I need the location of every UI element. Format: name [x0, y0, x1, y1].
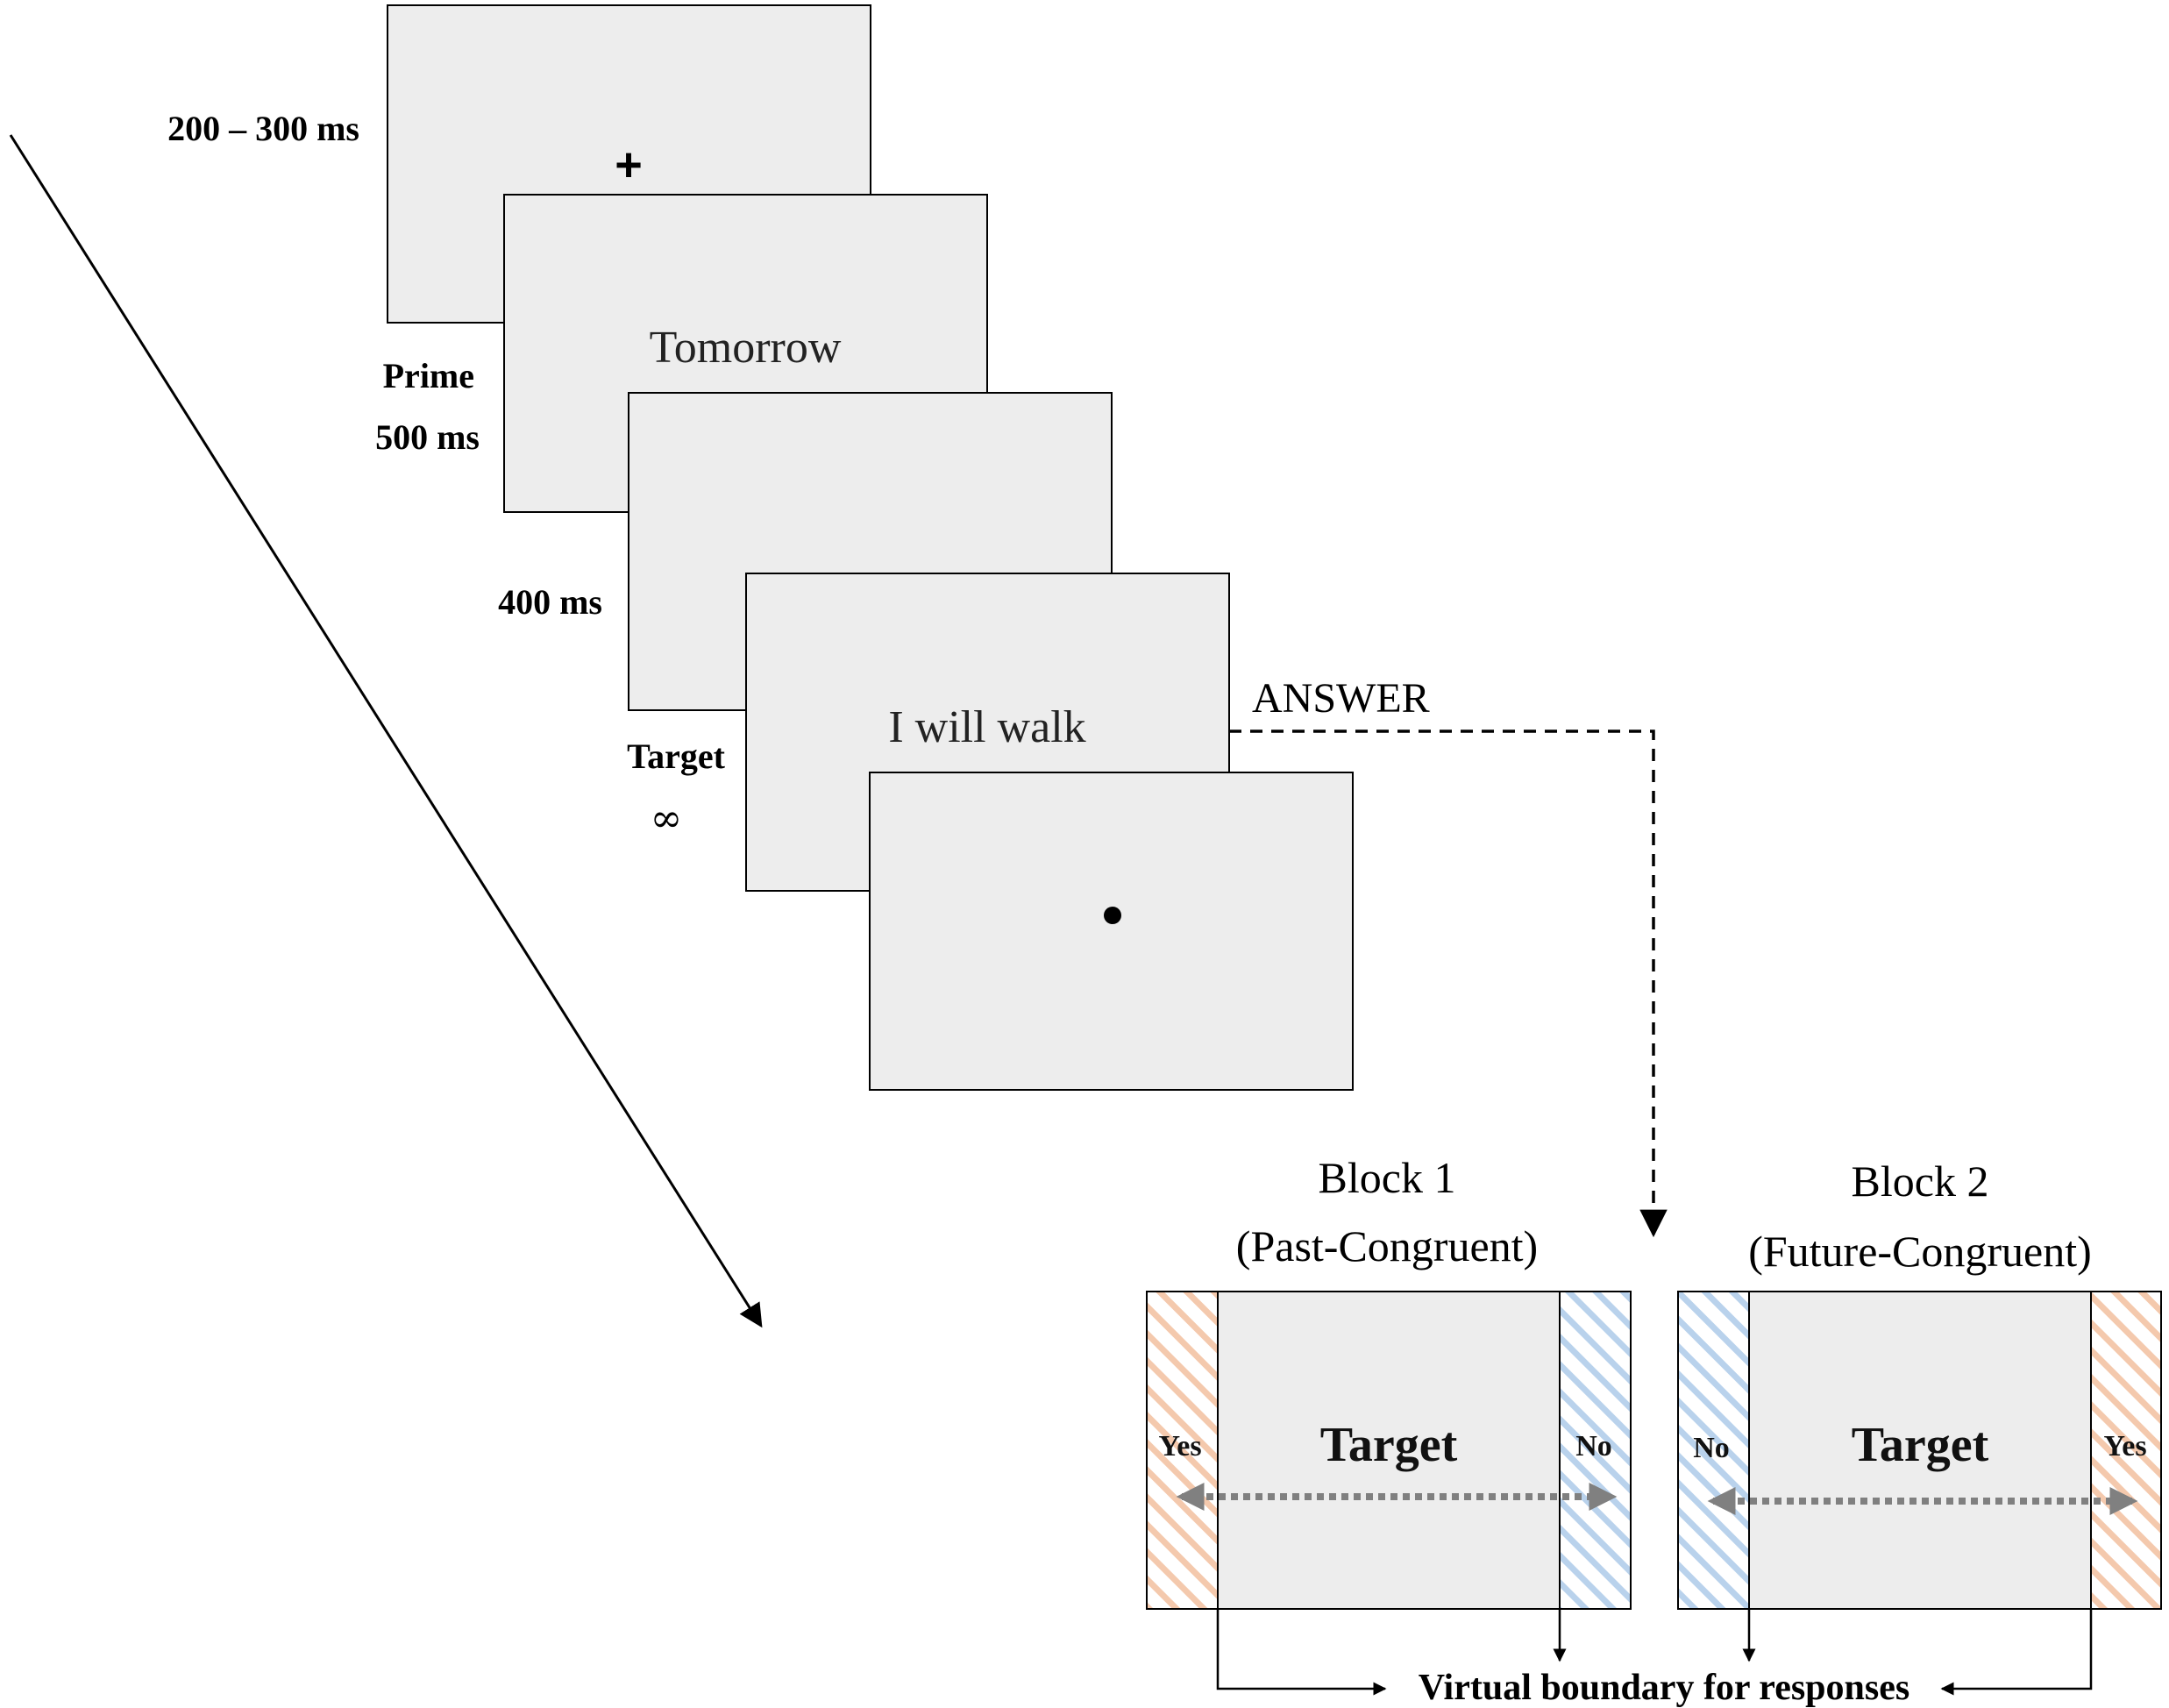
block-1-left-label: Yes	[1158, 1430, 1201, 1462]
target-duration-label: ∞	[651, 796, 683, 841]
block-2-yes-zone	[2091, 1292, 2160, 1608]
prime-duration-label: 500 ms	[375, 417, 480, 457]
fixation-duration-label: 200 – 300 ms	[167, 109, 359, 148]
fixation-cross: +	[615, 139, 643, 191]
block-1-no-zone	[1560, 1292, 1630, 1608]
block-1-yes-zone	[1148, 1292, 1218, 1608]
block-2-left-label: No	[1693, 1432, 1730, 1464]
block-2-title: Block 2	[1852, 1156, 1989, 1206]
prime-label: Prime	[383, 356, 474, 395]
answer-connector	[1229, 729, 1668, 1238]
block-2-subtitle: (Future-Congruent)	[1748, 1227, 2092, 1276]
blank-duration-label: 400 ms	[498, 582, 602, 622]
prime-word: Tomorrow	[650, 323, 842, 373]
block-1-target-label: Target	[1320, 1418, 1458, 1472]
response-dot	[1104, 907, 1121, 924]
block-2-target-label: Target	[1852, 1418, 1989, 1472]
boundary-connectors	[1216, 1609, 2093, 1696]
response-screen	[869, 772, 1354, 1091]
block-1: Block 1 (Past-Congruent) Target Yes No	[1146, 1153, 1632, 1610]
virtual-boundary-label: Virtual boundary for responses	[1419, 1668, 1909, 1708]
answer-label: ANSWER	[1252, 675, 1430, 722]
block-2-right-label: Yes	[2103, 1430, 2146, 1462]
block-2: Block 2 (Future-Congruent) Target No Yes	[1677, 1156, 2162, 1610]
target-label: Target	[627, 737, 726, 776]
time-arrow	[9, 134, 763, 1328]
block-2-no-zone	[1679, 1292, 1749, 1608]
block-1-title: Block 1	[1319, 1153, 1456, 1202]
block-1-right-label: No	[1575, 1430, 1612, 1462]
target-phrase: I will walk	[888, 702, 1085, 752]
block-1-subtitle: (Past-Congruent)	[1236, 1221, 1538, 1270]
